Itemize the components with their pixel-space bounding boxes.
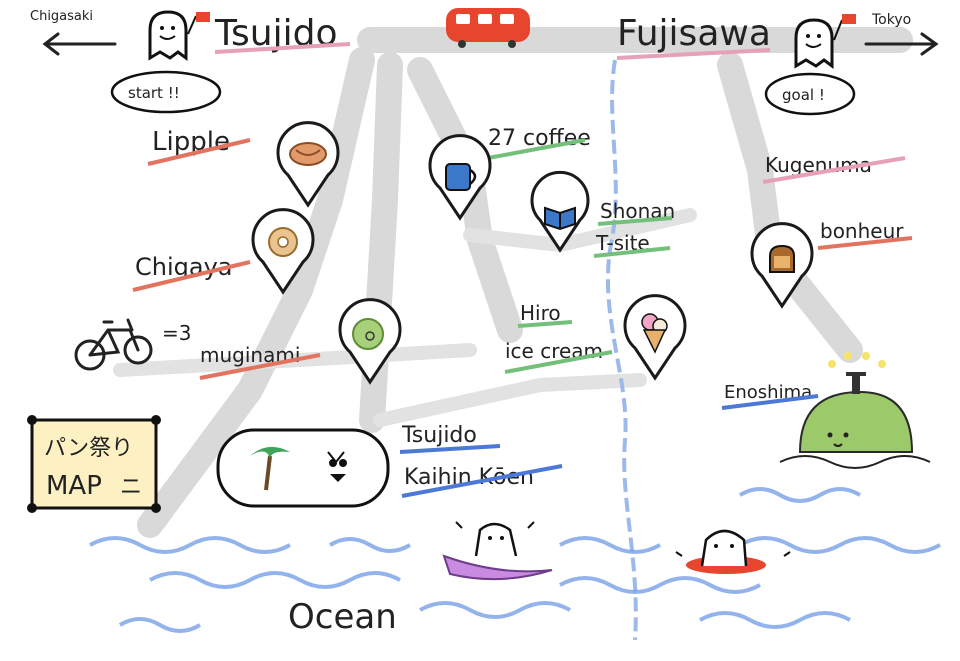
place-shonan-t-site[interactable]: Shonan T-site — [530, 170, 675, 258]
title-board: パン祭り MAP ニ — [27, 415, 161, 513]
train-icon — [446, 8, 530, 48]
palm-tree-icon — [250, 446, 290, 491]
place-hiro-ice-cream[interactable]: Hiro ice cream — [504, 294, 687, 381]
place-enoshima: Enoshima — [721, 352, 931, 469]
ghost-mascot-icon — [794, 14, 856, 69]
donut-icon — [251, 208, 315, 295]
direction-left-label: Chigasaki — [30, 9, 93, 24]
bikini-icon — [327, 451, 347, 482]
hiro-label-line2: ice cream — [505, 339, 603, 363]
hiro-label-line1: Hiro — [520, 301, 561, 325]
book-icon — [530, 170, 590, 253]
board-title-line1: パン祭り — [44, 436, 133, 461]
ghost-mascot-icon — [148, 10, 210, 61]
start-speech-bubble — [110, 70, 222, 114]
place-muginami[interactable]: muginami — [199, 298, 402, 385]
start-station: Tsujido start !! — [110, 10, 351, 114]
goal-station: Fujisawa goal ! — [616, 13, 856, 116]
arrow-right-icon — [864, 32, 939, 56]
toast-icon — [750, 222, 814, 309]
ice-cream-icon — [623, 294, 687, 381]
start-bubble-text: start !! — [128, 84, 180, 102]
park-label-line1: Tsujido — [401, 423, 477, 448]
goal-bubble-text: goal ! — [782, 86, 825, 104]
board-title-mark: ニ — [120, 475, 142, 500]
round-bread-icon — [338, 298, 402, 385]
place-tsujido-kaihin-koen[interactable]: Tsujido Kaihin Kōen — [216, 423, 563, 508]
direction-right-label: Tokyo — [871, 12, 911, 28]
bicycle-icon: =3 — [74, 318, 191, 371]
direction-left: Chigasaki — [30, 9, 117, 56]
direction-right: Tokyo — [864, 12, 939, 56]
arrow-left-icon — [42, 32, 117, 56]
place-chigaya[interactable]: Chigaya — [132, 208, 315, 295]
island-icon — [779, 352, 931, 469]
board-title-line2: MAP — [46, 471, 102, 501]
place-27-coffee[interactable]: 27 coffee — [428, 126, 591, 221]
croissant-icon — [276, 121, 340, 208]
bike-note: =3 — [162, 321, 191, 345]
park-bubble — [216, 428, 390, 508]
ocean-label: Ocean — [288, 597, 397, 637]
swimmer-icon — [675, 529, 791, 574]
surfer-icon — [442, 521, 553, 581]
place-lipple[interactable]: Lipple — [147, 121, 340, 208]
goal-speech-bubble — [764, 72, 856, 116]
park-label-line2: Kaihin Kōen — [404, 465, 534, 490]
place-kugenuma: Kugenuma — [762, 153, 906, 184]
place-bonheur[interactable]: bonheur — [750, 219, 913, 309]
coffee-cup-icon — [428, 134, 492, 221]
goal-station-name: Fujisawa — [617, 13, 771, 54]
ocean-waves — [89, 487, 941, 633]
